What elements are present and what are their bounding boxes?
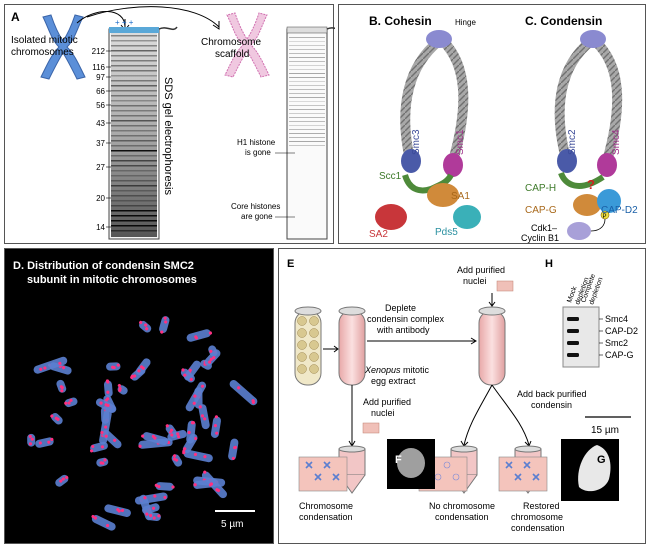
gel-marker-43: 43: [96, 119, 105, 128]
result-1-line1: Chromosome: [299, 501, 353, 511]
arrow-to-scaffold: [87, 7, 219, 27]
cdk1-cyclin-b1: [567, 222, 591, 240]
result-3-line1: Restored: [523, 501, 560, 511]
hinge-label: Hinge: [455, 18, 476, 27]
deplete-line2: condensin complex: [367, 314, 445, 324]
panel-d: D. Distribution of condensin SMC2 subuni…: [4, 248, 274, 544]
cap-h-label: CAP-H: [525, 183, 556, 194]
core-label-line1: Core histones: [231, 202, 280, 211]
panel-d-figure: D. Distribution of condensin SMC2 subuni…: [5, 249, 275, 545]
nuclei-icon-left: [363, 423, 379, 433]
scaffold-label-line2: scaffold: [215, 49, 249, 60]
pds5-label: Pds5: [435, 227, 458, 238]
western-blot: [563, 307, 599, 367]
nuclei-icon-top: [497, 281, 513, 291]
sds-gel-lane: [109, 27, 159, 239]
cdk1-label-line2: Cyclin B1: [521, 233, 559, 243]
blot-label-smc4: Smc4: [605, 314, 628, 324]
panel-c-heading: C. Condensin: [525, 14, 602, 28]
isolated-label-line1: Isolated mitotic: [11, 35, 78, 46]
micrograph-f-label: F: [395, 454, 402, 466]
result-2-line2: condensation: [435, 512, 489, 522]
blot-label-cap-d2: CAP-D2: [605, 326, 638, 336]
h1-label-line1: H1 histone: [237, 138, 276, 147]
scaffold-label-line1: Chromosome: [201, 37, 261, 48]
sa2-subunit: [375, 204, 407, 230]
extract-label-line1: Xenopus mitotic: [364, 365, 430, 375]
scale-label-d: 5 µm: [221, 519, 243, 530]
cdk1-label-line1: Cdk1–: [531, 223, 557, 233]
gel-marker-116: 116: [92, 63, 105, 72]
smc1-label: Smc1: [455, 129, 466, 155]
cap-d2-label: CAP-D2: [601, 205, 638, 216]
scale-label-e: 15 µm: [591, 425, 619, 436]
add-back-line1: Add back purified: [517, 389, 587, 399]
question-mark: ?: [587, 177, 595, 192]
mitotic-chromosomes-micrograph: [27, 315, 259, 532]
micrograph-g-label: G: [597, 454, 606, 466]
smc2-label: Smc2: [567, 129, 578, 155]
panel-bc: B. Cohesin C. Condensin Hinge Smc3 Smc1 …: [338, 4, 646, 244]
panel-b-heading: B. Cohesin: [369, 14, 432, 28]
result-tube-3: [499, 446, 547, 493]
add-back-line2: condensin: [531, 400, 572, 410]
depleted-extract-tube: [479, 307, 505, 385]
cap-g-subunit: [573, 194, 601, 216]
gel-marker-66: 66: [96, 87, 105, 96]
gel-size-markers: 212 11697 66 56 43 37 27 20 14: [92, 47, 111, 232]
gel-marker-37: 37: [96, 139, 105, 148]
gel-marker-97: 97: [96, 73, 105, 82]
sa2-label: SA2: [369, 229, 388, 240]
deplete-line1: Deplete: [385, 303, 416, 313]
extract-label-line2: egg extract: [371, 376, 416, 386]
phosphate-label: P: [603, 214, 607, 220]
panel-h-letter: H: [545, 258, 553, 270]
panel-a-letter: A: [11, 10, 20, 24]
mitotic-extract-tube: [339, 307, 365, 385]
sa1-label: SA1: [451, 191, 470, 202]
panel-a: A Isolated mitotic chromosomes + + + 212…: [4, 4, 334, 244]
gel-marker-14: 14: [96, 223, 105, 232]
add-nuclei-left-line1: Add purified: [363, 397, 411, 407]
panel-d-heading: D. Distribution of condensin SMC2: [13, 260, 194, 272]
add-nuclei-top-line2: nuclei: [463, 276, 487, 286]
condensin-hinge: [580, 30, 606, 48]
core-label-line2: are gone: [241, 212, 273, 221]
panel-bc-figure: B. Cohesin C. Condensin Hinge Smc3 Smc1 …: [339, 5, 647, 245]
blot-label-cap-g: CAP-G: [605, 350, 634, 360]
deplete-line3: with antibody: [376, 325, 430, 335]
gel-marker-56: 56: [96, 101, 105, 110]
result-3-line3: condensation: [511, 523, 565, 533]
smc4-label: Smc4: [611, 129, 622, 155]
gel-title: SDS gel electrophoresis: [162, 77, 174, 196]
panel-a-figure: A Isolated mitotic chromosomes + + + 212…: [5, 5, 335, 245]
panel-e: E Xenopus mitotic egg extract Deplete co…: [278, 248, 646, 544]
gel-plus-signs: + + +: [115, 18, 134, 27]
panel-e-letter: E: [287, 258, 294, 270]
isolated-label-line2: chromosomes: [11, 47, 74, 58]
blot-label-smc2: Smc2: [605, 338, 628, 348]
result-2-line1: No chromosome: [429, 501, 495, 511]
result-1-line2: condensation: [299, 512, 353, 522]
smc4-head: [597, 153, 617, 177]
gel-marker-20: 20: [96, 194, 105, 203]
result-3-line2: chromosome: [511, 512, 563, 522]
panel-e-figure: E Xenopus mitotic egg extract Deplete co…: [279, 249, 647, 545]
gel-marker-27: 27: [96, 163, 105, 172]
hinge-domain: [426, 30, 452, 48]
add-nuclei-top-line1: Add purified: [457, 265, 505, 275]
egg-extract-tube: [295, 307, 321, 385]
smc1-head: [443, 153, 463, 177]
scc1-label: Scc1: [379, 171, 402, 182]
pds5-subunit: [453, 205, 481, 229]
result-tube-1: [299, 446, 365, 493]
smc3-label: Smc3: [411, 129, 422, 155]
gel-marker-212: 212: [92, 47, 106, 56]
h1-label-line2: is gone: [245, 148, 271, 157]
add-nuclei-left-line2: nuclei: [371, 408, 395, 418]
panel-d-heading-line2: subunit in mitotic chromosomes: [27, 274, 197, 286]
cap-h-kleisin: [561, 173, 603, 186]
cap-g-label: CAP-G: [525, 205, 557, 216]
